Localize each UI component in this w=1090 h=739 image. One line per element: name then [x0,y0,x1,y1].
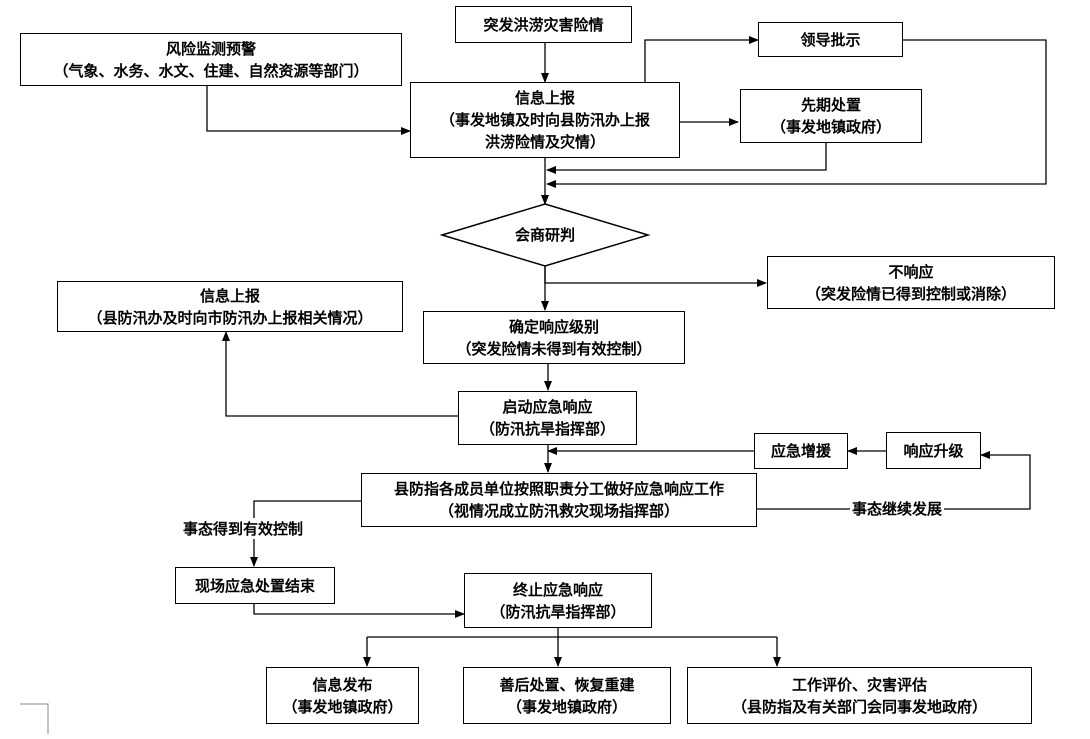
arrow-risk-to-report [206,86,411,135]
sceneend-title: 现场应急处置结束 [194,576,315,595]
scene-end-box: 现场应急处置结束 [175,567,335,604]
start-title: 启动应急响应 [502,398,593,416]
reinforce-title: 应急增援 [770,442,831,460]
info-report-city-box: 信息上报 （县防汛办及时向市防汛办上报相关情况） [57,281,403,332]
arrow-leader-to-main [546,39,1047,188]
terminate-subtitle: （防汛抗旱指挥部） [490,602,626,621]
evaluate-subtitle: （县防指及有关部门会同事发地政府） [731,697,987,716]
arrow-consult-to-noresponse [544,266,767,287]
upgrade-title: 响应升级 [903,441,964,460]
level-title: 确定响应级别 [508,317,599,336]
arrow-early-to-main [546,143,827,174]
rebuild-subtitle: （事发地镇政府） [506,697,627,716]
upgrade-box: 响应升级 [886,432,981,469]
report2-title: 信息上报 [199,286,260,305]
terminate-title: 终止应急响应 [512,580,603,599]
consult-diamond [439,203,651,267]
early-subtitle: （事发地镇政府） [770,118,891,136]
terminate-response-box: 终止应急响应 （防汛抗旱指挥部） [464,573,652,628]
arrow-start-to-report2 [222,331,458,417]
risk-subtitle: （气象、水务、水文、住建、自然资源等部门） [53,61,369,80]
info-report-box: 信息上报 （事发地镇及时向县防汛办上报 洪涝险情及灾情） [410,82,680,158]
start-subtitle: （防汛抗旱指挥部） [479,420,615,438]
report-title: 信息上报 [514,89,575,107]
corner-mark [20,703,49,734]
controlled-label: 事态得到有效控制 [181,518,306,539]
continue-label: 事态继续发展 [850,498,945,519]
early-title: 先期处置 [800,96,861,114]
emergency-title: 突发洪涝灾害险情 [483,15,604,34]
report-line2: （事发地镇及时向县防汛办上报 [439,111,650,129]
level-subtitle: （突发险情未得到有效控制） [456,339,652,358]
start-response-box: 启动应急响应 （防汛抗旱指挥部） [458,391,637,445]
leader-instruction-box: 领导批示 [758,22,903,57]
consult-label: 会商研判 [514,226,575,244]
emergency-box: 突发洪涝灾害险情 [455,6,632,43]
report-line3: 洪涝险情及灾情） [484,133,605,151]
evaluate-title: 工作评价、灾害评估 [791,675,927,694]
rebuild-title: 善后处置、恢复重建 [499,675,635,694]
noresponse-title: 不响应 [888,262,934,281]
risk-title: 风险监测预警 [165,39,256,58]
arrow-sceneend-to-terminate [253,604,465,618]
units-subtitle: （视情况成立防汛救灾现场指挥部） [438,502,679,520]
rebuild-box: 善后处置、恢复重建 （事发地镇政府） [463,667,671,724]
leader-title: 领导批示 [800,30,861,49]
arrow-report-to-leader [644,36,759,82]
report2-subtitle: （县防汛办及时向市防汛办上报相关情况） [87,308,373,327]
publish-subtitle: （事发地镇政府） [282,697,403,716]
evaluation-box: 工作评价、灾害评估 （县防指及有关部门会同事发地政府） [687,667,1032,724]
response-level-box: 确定响应级别 （突发险情未得到有效控制） [423,311,685,364]
publish-title: 信息发布 [312,675,373,694]
arrow-units-to-sceneend [250,500,361,567]
reinforcement-box: 应急增援 [754,433,848,469]
member-units-box: 县防指各成员单位按照职责分工做好应急响应工作 （视情况成立防汛救灾现场指挥部） [361,473,757,527]
units-title: 县防指各成员单位按照职责分工做好应急响应工作 [393,480,724,498]
early-disposal-box: 先期处置 （事发地镇政府） [740,89,922,143]
no-response-box: 不响应 （突发险情已得到控制或消除） [767,256,1055,309]
noresponse-subtitle: （突发险情已得到控制或消除） [805,284,1016,303]
risk-monitoring-box: 风险监测预警 （气象、水务、水文、住建、自然资源等部门） [20,33,402,86]
info-publish-box: 信息发布 （事发地镇政府） [266,667,419,724]
